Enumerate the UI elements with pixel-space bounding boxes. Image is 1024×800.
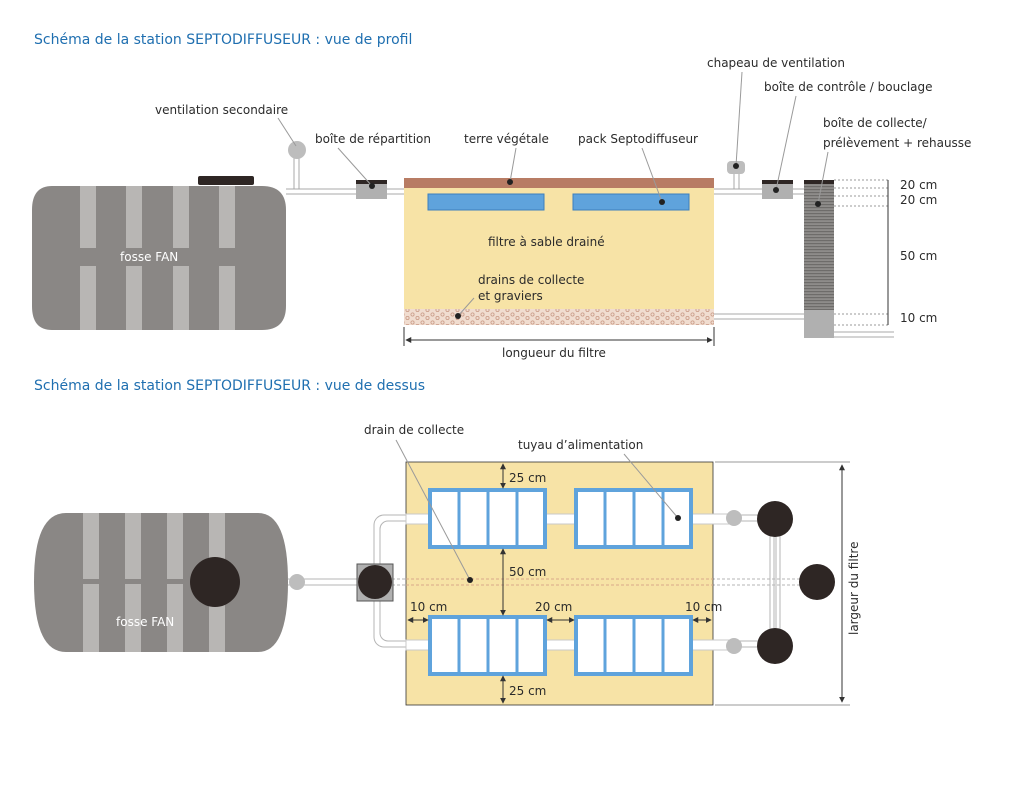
filter-length-label: longueur du filtre (502, 346, 606, 360)
top-title: Schéma de la station SEPTODIFFUSEUR : vu… (34, 378, 425, 394)
profile-dimensions: 20 cm 20 cm 50 cm 10 cm (834, 178, 937, 326)
filter-length: longueur du filtre (403, 327, 715, 360)
septodiffuseur-pack-right (572, 193, 690, 211)
dim-middle-gap: 50 cm (509, 565, 546, 579)
profile-title: Schéma de la station SEPTODIFFUSEUR : vu… (34, 32, 412, 48)
septic-tank-top: fosse FAN (34, 513, 288, 652)
drains-label-1: drains de collecte (478, 273, 584, 287)
septic-tank-profile: fosse FAN (32, 176, 286, 330)
pack-dividers (457, 490, 665, 674)
vent-hat-label: chapeau de ventilation (707, 56, 845, 70)
dim-between-gap: 20 cm (535, 600, 572, 614)
control-box-label: boîte de contrôle / bouclage (764, 80, 933, 94)
collection-box (804, 180, 834, 338)
dim-gravel: 10 cm (900, 311, 937, 325)
top-dimensions: 25 cm 50 cm 10 cm 20 cm 10 cm 25 cm (407, 463, 722, 704)
tank-lid (198, 176, 254, 185)
collection-box-label-2: prélèvement + rehausse (823, 136, 971, 150)
tank-label: fosse FAN (120, 250, 178, 264)
dim-sand: 50 cm (900, 249, 937, 263)
filter-width-label: largeur du filtre (847, 542, 861, 635)
feed-pipe-label: tuyau d’alimentation (518, 438, 643, 452)
dim-top-gap: 25 cm (509, 471, 546, 485)
dim-pack: 20 cm (900, 193, 937, 207)
collection-box-label-1: boîte de collecte/ (823, 116, 928, 130)
collection-drain-top (406, 578, 713, 586)
sand-filter-label: filtre à sable drainé (488, 235, 605, 249)
control-box-top-1 (757, 501, 793, 537)
dim-right-gap: 10 cm (685, 600, 722, 614)
distribution-box-label: boîte de répartition (315, 132, 431, 146)
vent-top-2 (726, 638, 742, 654)
tank-top-label: fosse FAN (116, 615, 174, 629)
drains-label-2: et graviers (478, 289, 543, 303)
distribution-box-top (356, 563, 394, 602)
vent-top-1 (726, 510, 742, 526)
filter-width: largeur du filtre (715, 461, 861, 706)
pack-label: pack Septodiffuseur (578, 132, 698, 146)
tank-access-cover (190, 557, 240, 607)
topsoil-layer (404, 178, 714, 188)
top-leaders: drain de collecte tuyau d’alimentation (364, 423, 681, 583)
control-box-top-2 (757, 628, 793, 664)
top-vent (289, 574, 305, 590)
dim-bottom-gap: 25 cm (509, 684, 546, 698)
distribution-box (356, 180, 387, 199)
gravel-layer (404, 309, 714, 325)
collection-box-top (799, 564, 835, 600)
profile-leaders: ventilation secondaire boîte de répartit… (155, 56, 971, 319)
dim-left-gap: 10 cm (410, 600, 447, 614)
topsoil-label: terre végétale (464, 132, 549, 146)
secondary-vent-cap (288, 141, 306, 159)
septodiffuseur-pack-left (427, 193, 545, 211)
dim-topsoil: 20 cm (900, 178, 937, 192)
collection-drain-label: drain de collecte (364, 423, 464, 437)
packs-top (428, 488, 693, 676)
secondary-vent-label: ventilation secondaire (155, 103, 288, 117)
